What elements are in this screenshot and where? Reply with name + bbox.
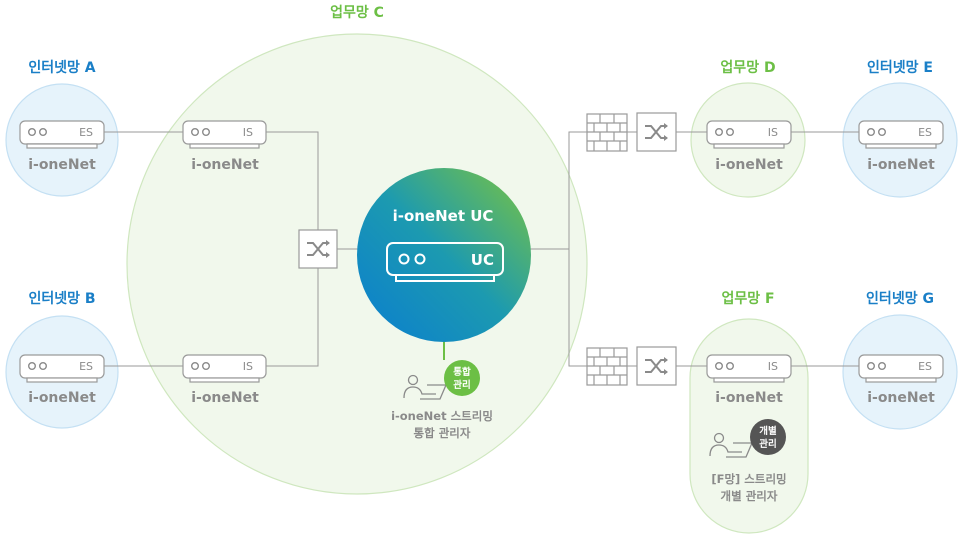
device-tag: IS bbox=[768, 360, 778, 373]
device-tag: ES bbox=[79, 126, 93, 139]
device-is-c1: IS bbox=[182, 120, 267, 149]
uc-title: i-oneNet UC bbox=[392, 207, 494, 225]
uc-hub bbox=[357, 168, 531, 342]
svg-text:통합: 통합 bbox=[453, 366, 471, 378]
caption-line: 통합 관리자 bbox=[413, 426, 471, 440]
label-internet-a: 인터넷망 A bbox=[28, 60, 96, 76]
switch-icon bbox=[636, 112, 677, 152]
switch-icon bbox=[298, 229, 338, 269]
user-laptop-icon bbox=[403, 374, 447, 400]
device-tag: ES bbox=[918, 360, 932, 373]
device-tag-uc: UC bbox=[471, 251, 494, 269]
device-name-b: i-oneNet bbox=[28, 390, 96, 406]
device-tag: IS bbox=[243, 360, 253, 373]
label-business-d: 업무망 D bbox=[720, 60, 776, 76]
integrated-badge: 통합 관리 bbox=[444, 360, 480, 396]
individual-badge: 개별 관리 bbox=[750, 419, 786, 455]
svg-text:관리: 관리 bbox=[453, 379, 470, 391]
firewall-icon bbox=[586, 113, 628, 152]
caption-line: [F망] 스트리밍 bbox=[711, 472, 787, 486]
firewall-icon bbox=[586, 347, 628, 386]
user-laptop-icon bbox=[709, 432, 753, 458]
switch-icon bbox=[636, 346, 677, 386]
svg-text:개별: 개별 bbox=[759, 425, 777, 437]
device-tag: IS bbox=[768, 126, 778, 139]
device-is-c2: IS bbox=[182, 354, 267, 383]
device-name-c1: i-oneNet bbox=[191, 157, 259, 173]
individual-admin-caption: [F망] 스트리밍 개별 관리자 bbox=[711, 471, 786, 505]
device-tag: IS bbox=[243, 126, 253, 139]
device-name-g: i-oneNet bbox=[867, 390, 935, 406]
device-is-f: IS bbox=[706, 354, 792, 383]
device-name-f: i-oneNet bbox=[715, 390, 783, 406]
device-name-e: i-oneNet bbox=[867, 157, 935, 173]
device-name-a: i-oneNet bbox=[28, 157, 96, 173]
integrated-admin-caption: i-oneNet 스트리밍 통합 관리자 bbox=[391, 408, 493, 442]
label-business-c: 업무망 C bbox=[330, 5, 384, 21]
device-name-d: i-oneNet bbox=[715, 157, 783, 173]
device-tag: ES bbox=[918, 126, 932, 139]
caption-line: 개별 관리자 bbox=[720, 489, 778, 503]
device-es-a: ES bbox=[19, 120, 105, 149]
label-internet-b: 인터넷망 B bbox=[28, 291, 96, 307]
device-es-e: ES bbox=[858, 120, 944, 149]
label-business-f: 업무망 F bbox=[721, 291, 775, 307]
label-internet-g: 인터넷망 G bbox=[866, 291, 934, 307]
label-internet-e: 인터넷망 E bbox=[867, 60, 933, 76]
device-is-d: IS bbox=[706, 120, 792, 149]
svg-text:관리: 관리 bbox=[759, 438, 776, 450]
device-name-c2: i-oneNet bbox=[191, 390, 259, 406]
device-es-g: ES bbox=[858, 354, 944, 383]
connection-lines bbox=[104, 131, 859, 367]
device-uc: UC bbox=[386, 242, 504, 282]
device-es-b: ES bbox=[19, 354, 105, 383]
device-tag: ES bbox=[79, 360, 93, 373]
caption-line: i-oneNet 스트리밍 bbox=[391, 409, 493, 423]
